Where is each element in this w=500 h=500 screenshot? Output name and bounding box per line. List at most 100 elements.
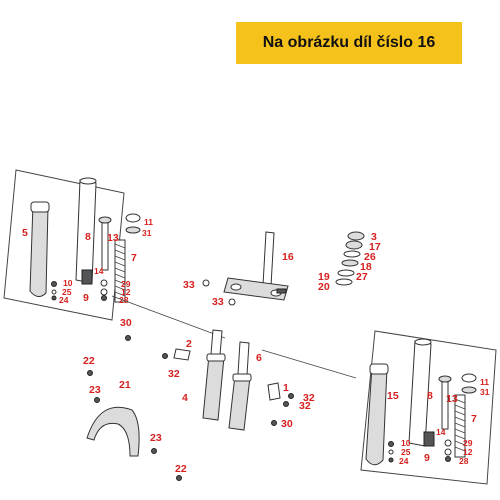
fork-leg-4-outer: [202, 354, 225, 421]
bolt-32-r2: [283, 401, 289, 407]
callout-14: 14: [94, 266, 104, 276]
cap-oring-right: [461, 386, 477, 394]
screw-24-left: [51, 295, 57, 301]
callout-15: 15: [387, 390, 399, 402]
bolt-28-left: [101, 295, 107, 301]
clamp-hole-left: [230, 283, 242, 291]
fork-leg-4-clamp: [206, 353, 226, 362]
callout-9: 9: [83, 292, 89, 304]
callout-18: 18: [360, 261, 372, 273]
callout-2: 2: [186, 338, 192, 350]
damper-rod-left: [101, 221, 109, 271]
callout-24: 24: [59, 295, 69, 305]
callout-22-bottom: 22: [175, 463, 187, 475]
callout-7: 7: [131, 252, 137, 264]
washer-29-right: [444, 439, 452, 447]
callout-27: 27: [356, 271, 368, 283]
callout-25: 25: [62, 287, 72, 297]
callout-23-top: 23: [89, 384, 101, 396]
bracket-2: [173, 348, 191, 361]
callout-13: 13: [107, 232, 119, 244]
callout-14-right: 14: [436, 427, 446, 437]
leader-center-to-right: [261, 349, 357, 379]
callout-33-lower: 33: [212, 296, 224, 308]
callout-24-right: 24: [399, 456, 409, 466]
stem-bolt: [276, 288, 287, 294]
steering-stem-tube: [262, 231, 275, 287]
fender-bolt-23-top: [94, 397, 100, 403]
callout-6: 6: [256, 352, 262, 364]
fork-spring-left: [114, 239, 126, 303]
callout-10: 10: [63, 278, 73, 288]
callout-32-left: 32: [168, 368, 180, 380]
inner-tube-top-left: [79, 177, 97, 185]
fork-tube-clamp-right: [369, 363, 389, 375]
bearing-27: [337, 269, 355, 277]
bolt-28-right: [445, 456, 451, 462]
fork-leg-6-outer: [228, 374, 251, 431]
callout-1: 1: [283, 382, 289, 394]
callout-19: 19: [318, 271, 330, 283]
fork-leg-4-inner: [210, 329, 223, 356]
callout-17: 17: [369, 241, 381, 253]
bearing-18: [341, 259, 359, 267]
callout-33-upper: 33: [183, 279, 195, 291]
callout-7-right: 7: [471, 413, 477, 425]
right-group-frame: [360, 330, 497, 485]
rebound-spring-left: [81, 269, 93, 285]
callout-13-right: 13: [446, 393, 458, 405]
cap-oring-left: [125, 226, 141, 234]
front-fender: [86, 406, 140, 457]
fork-tube-clamp-left: [30, 201, 50, 213]
callout-32-r2: 32: [299, 400, 311, 412]
screw-24-right: [388, 457, 394, 463]
callout-23-bottom: 23: [150, 432, 162, 444]
bolt-10-left: [51, 281, 57, 287]
callout-29: 29: [121, 279, 131, 289]
pinch-bolt-upper: [202, 279, 210, 287]
callout-22-top: 22: [83, 355, 95, 367]
callout-8: 8: [85, 231, 91, 243]
leader-left-to-center: [111, 295, 226, 339]
callout-21: 21: [119, 379, 131, 391]
bearing-20: [335, 278, 353, 286]
rebound-spring-right: [423, 431, 435, 447]
washer-25-left: [51, 289, 57, 295]
callout-10-right: 10: [401, 438, 411, 448]
seal-ring-right: [438, 375, 452, 383]
callout-11: 11: [144, 217, 153, 227]
callout-31-right: 31: [480, 387, 490, 397]
bolt-32-r1: [288, 393, 294, 399]
callout-12-right: 12: [463, 447, 473, 457]
bolt-10-right: [388, 441, 394, 447]
bearing-26: [343, 250, 361, 258]
damper-rod-right: [441, 380, 449, 430]
left-fork-group: 5 8 13 7 11 31 10 25 24 9 14 29 12 28: [3, 169, 153, 321]
callout-9-right: 9: [424, 452, 430, 464]
fork-outer-tube-left: [29, 203, 49, 297]
fork-leg-6-inner: [237, 341, 250, 376]
bolt-30-bottom: [271, 420, 277, 426]
callout-8-right: 8: [427, 390, 433, 402]
fender-bolt-22-bottom: [176, 475, 182, 481]
callout-30-top: 30: [120, 317, 132, 329]
bolt-30-top: [125, 335, 131, 341]
callout-26: 26: [364, 251, 376, 263]
fork-spring-right: [454, 394, 466, 458]
callout-3: 3: [371, 231, 377, 243]
seal-ring-left: [98, 216, 112, 224]
fender-group: 22 23 21 23 22: [83, 355, 187, 481]
fender-bolt-23-bottom: [151, 448, 157, 454]
callout-20: 20: [318, 281, 330, 293]
callout-16: 16: [282, 251, 294, 263]
callout-4: 4: [182, 392, 188, 404]
washer-25-right: [388, 449, 394, 455]
callout-30-bottom: 30: [281, 418, 293, 430]
callout-31: 31: [142, 228, 152, 238]
fork-cap-right: [461, 373, 477, 383]
right-fork-group: 15 8 11 31 13 7 14 10 25 24 9 29 12 28: [360, 330, 497, 485]
bracket-1: [267, 382, 281, 401]
bearing-nut-3: [347, 231, 365, 241]
bearing-race-17: [345, 240, 363, 250]
bolt-32-left: [162, 353, 168, 359]
